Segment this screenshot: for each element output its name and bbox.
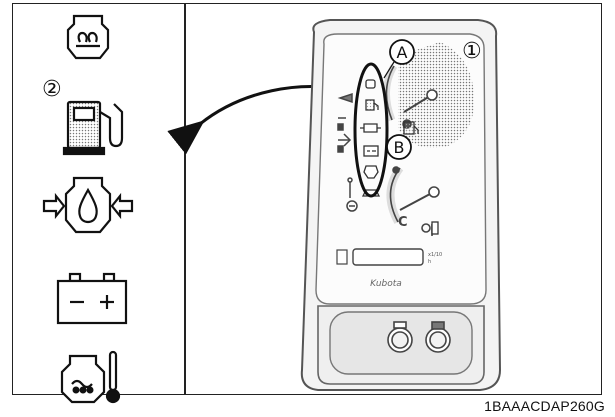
fuel-icon <box>62 100 124 156</box>
figure-code: 1BAAACDAP260G <box>484 398 605 414</box>
glow-plug-icon <box>66 14 110 60</box>
panel-brand-label: Kubota <box>370 279 402 289</box>
hour-meter-unit-bottom: h <box>428 259 431 265</box>
panel-right-lamps <box>403 121 439 235</box>
callout-letter-b: B <box>394 138 405 157</box>
callout-a: A <box>389 39 415 65</box>
panel-left-symbols <box>337 92 358 212</box>
callout-number-2: ② <box>42 77 62 102</box>
svg-text:C: C <box>398 215 408 230</box>
callout-b: B <box>386 134 412 160</box>
hour-meter: x1/10 h <box>336 248 442 266</box>
callout-letter-a: A <box>397 43 408 62</box>
highlight-ellipse <box>353 62 389 198</box>
tachometer-gauge <box>383 64 438 129</box>
panel-switches <box>387 321 451 353</box>
hour-meter-unit-top: x1/10 <box>428 252 442 258</box>
callout-a-leader <box>383 61 395 79</box>
callout-number-1: ① <box>462 39 482 64</box>
battery-charge-icon <box>56 272 128 325</box>
figure-frame <box>12 3 602 395</box>
figure-divider <box>184 3 186 395</box>
oil-pressure-icon <box>42 176 134 234</box>
coolant-temperature-icon <box>60 350 121 404</box>
